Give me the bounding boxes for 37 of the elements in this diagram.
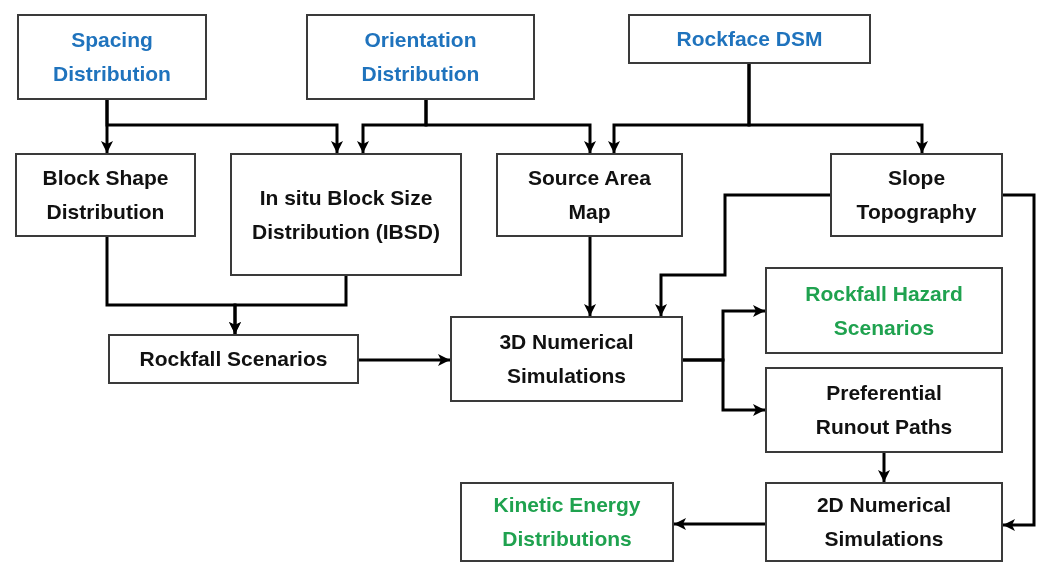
- process-box: [15, 153, 196, 237]
- box-label: Spacing Distribution: [52, 27, 172, 87]
- box-label: 3D Numerical Simulations: [498, 329, 635, 389]
- box-label: Rockfall Scenarios: [139, 346, 328, 372]
- process-box: [450, 316, 683, 402]
- arrow: [683, 358, 765, 416]
- box-label: Orientation Distribution: [360, 27, 481, 87]
- process-box: [628, 14, 871, 64]
- process-box: [765, 482, 1003, 562]
- box-label: Preferential Runout Paths: [814, 380, 954, 440]
- arrow: [424, 100, 596, 153]
- box-label: 2D Numerical Simulations: [815, 492, 953, 552]
- box-label: Source Area Map: [527, 165, 652, 225]
- box-label: Rockface DSM: [676, 26, 823, 52]
- arrow: [655, 193, 830, 316]
- process-box: [830, 153, 1003, 237]
- process-box: [108, 334, 359, 384]
- box-label: Rockfall Hazard Scenarios: [804, 280, 964, 341]
- process-box: [765, 267, 1003, 354]
- arrow: [674, 518, 765, 530]
- box-label: Kinetic Energy Distributions: [492, 492, 642, 552]
- arrow: [1003, 193, 1036, 531]
- process-box: [460, 482, 674, 562]
- arrow: [359, 354, 450, 366]
- box-label: In situ Block Size Distribution (IBSD): [251, 184, 441, 245]
- process-box: [496, 153, 683, 237]
- arrow: [878, 453, 890, 482]
- process-box: [17, 14, 207, 100]
- arrow: [105, 100, 343, 153]
- arrow: [747, 64, 928, 153]
- arrow: [584, 237, 596, 316]
- arrow: [229, 276, 348, 334]
- process-box: [230, 153, 462, 276]
- process-box: [306, 14, 535, 100]
- box-label: Block Shape Distribution: [41, 165, 170, 225]
- box-label: Slope Topography: [855, 165, 978, 225]
- process-box: [765, 367, 1003, 453]
